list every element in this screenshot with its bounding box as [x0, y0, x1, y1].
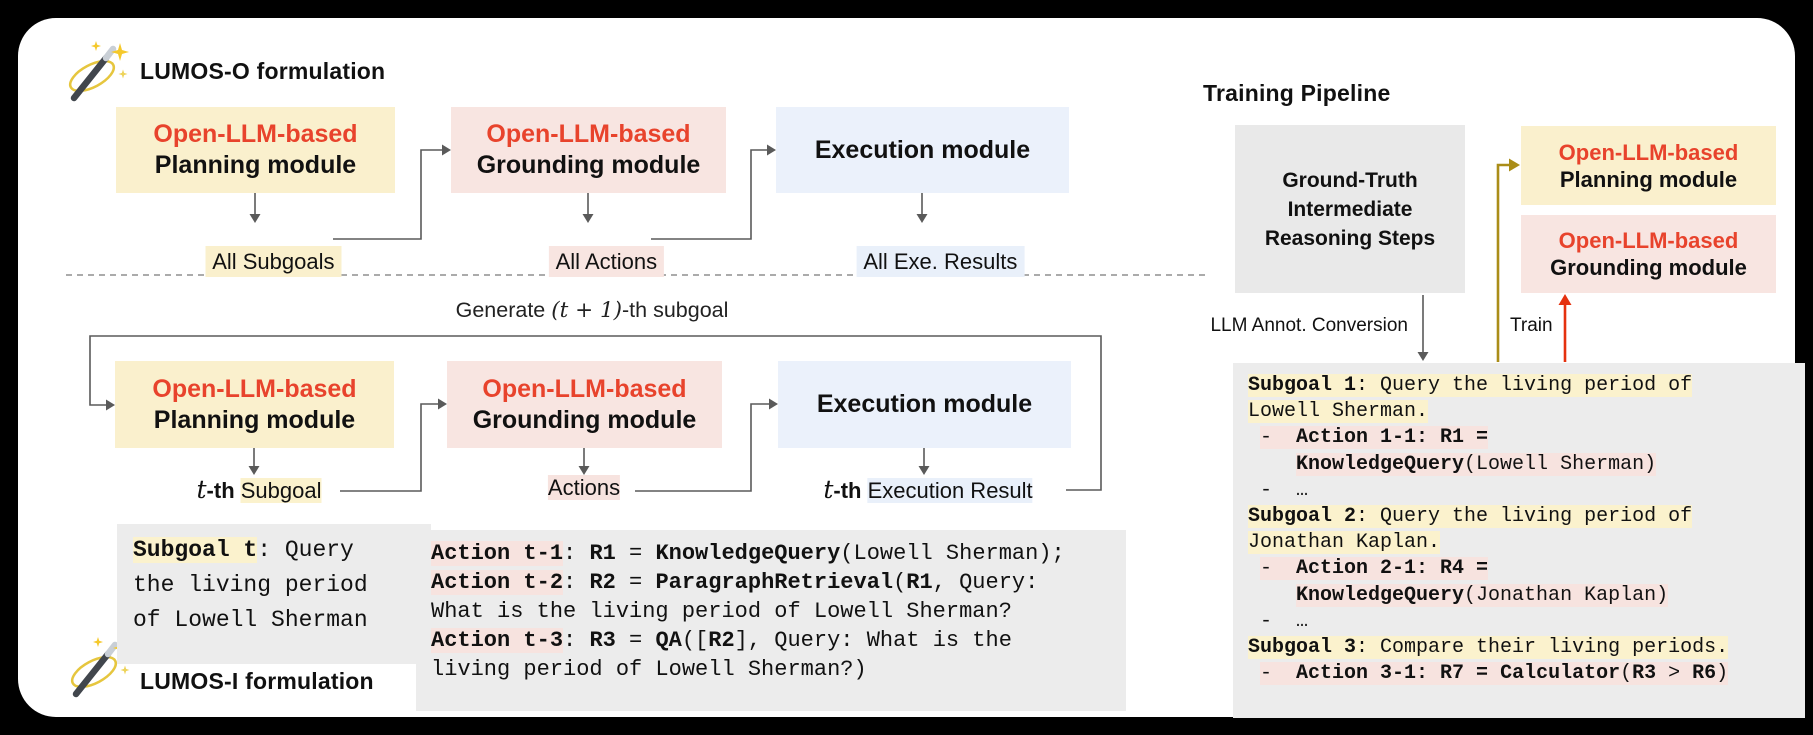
planning-module-box-i: Open-LLM-based Planning module: [115, 361, 394, 448]
lumos-i-title: LUMOS-I formulation: [140, 668, 374, 694]
grounding-module-box-o: Open-LLM-based Grounding module: [451, 107, 726, 193]
grounding-module-top-label: Open-LLM-based: [486, 120, 691, 148]
lumos-o-wand-icon: [66, 41, 129, 98]
execution-module-label: Execution module: [816, 390, 1033, 418]
code-line: Action t-1: R1 = KnowledgeQuery(Lowell S…: [431, 541, 1065, 566]
subgoal-example-box: Subgoal t: Query the living period of Lo…: [117, 524, 431, 664]
execution-module-box-o: Execution module: [776, 107, 1069, 193]
planning-module-top-label: Open-LLM-based: [1558, 139, 1739, 165]
annotation-example-box: Subgoal 1: Query the living period of Lo…: [1233, 363, 1805, 718]
annotation-line: Jonathan Kaplan.: [1248, 531, 1441, 555]
grounding-module-box-i: Open-LLM-based Grounding module: [447, 361, 722, 448]
planning-module-top-label: Open-LLM-based: [152, 374, 357, 403]
t-th-subgoal-label: t-th Subgoal: [196, 475, 322, 504]
action-example-box: Action t-1: R1 = KnowledgeQuery(Lowell S…: [416, 530, 1126, 711]
grounding-module-top-label: Open-LLM-based: [482, 374, 687, 403]
grounding-module-bottom-label: Grounding module: [472, 405, 697, 434]
annotation-line: - Action 1-1: R1 =: [1260, 426, 1489, 450]
ground-truth-box: Ground-Truth Intermediate Reasoning Step…: [1235, 125, 1465, 293]
grounding-module-bottom-label: Grounding module: [476, 151, 701, 179]
annotation-line: Subgoal 2: Query the living period of: [1248, 505, 1693, 529]
all-exe-results-label: All Exe. Results: [820, 223, 1025, 301]
train-label: Train: [1510, 315, 1553, 336]
all-subgoals-label: All Subgoals: [169, 223, 342, 301]
train-arrow-to-planning: [1496, 163, 1510, 362]
annotation-line: Lowell Sherman.: [1248, 400, 1429, 424]
annotation-line: - …: [1248, 609, 1309, 633]
actions-label: Actions: [547, 475, 621, 500]
execution-module-label: Execution module: [814, 135, 1031, 164]
all-actions-label: All Actions: [512, 223, 665, 301]
train-arrowhead-planning: [1509, 158, 1520, 172]
planning-module-box-training: Open-LLM-based Planning module: [1521, 126, 1776, 205]
code-line: living period of Lowell Sherman?): [431, 657, 867, 682]
code-line: Subgoal t: Query: [133, 537, 354, 563]
llm-annot-conversion-label: LLM Annot. Conversion: [1210, 315, 1408, 336]
t-th-execution-result-label: t-th Execution Result: [823, 475, 1033, 504]
code-line: the living period: [133, 572, 368, 598]
planning-module-top-label: Open-LLM-based: [153, 120, 358, 148]
training-pipeline-title: Training Pipeline: [1203, 80, 1391, 106]
figure-panel: LUMOS-O formulation Open-LLM-based Plann…: [18, 18, 1805, 718]
grounding-module-box-training: Open-LLM-based Grounding module: [1521, 215, 1776, 293]
annotation-line: - Action 2-1: R4 =: [1260, 557, 1489, 581]
execution-module-box-i: Execution module: [778, 361, 1071, 448]
annotation-line: - Action 3-1: R7 = Calculator(R3 > R6): [1260, 662, 1729, 686]
annotation-line: - …: [1248, 478, 1309, 502]
lumos-o-title: LUMOS-O formulation: [140, 58, 386, 84]
generate-next-subgoal-label: Generate (t + 1)-th subgoal: [455, 298, 729, 323]
grounding-module-top-label: Open-LLM-based: [1558, 228, 1739, 253]
planning-module-box-o: Open-LLM-based Planning module: [116, 107, 395, 193]
grounding-module-bottom-label: Grounding module: [1550, 255, 1747, 280]
code-line: of Lowell Sherman: [133, 607, 368, 633]
train-arrowhead-grounding: [1558, 294, 1572, 305]
annotation-line: KnowledgeQuery(Lowell Sherman): [1296, 452, 1657, 476]
code-line: What is the living period of Lowell Sher…: [431, 599, 1012, 624]
ground-truth-line: Reasoning Steps: [1264, 226, 1436, 250]
annotation-line: Subgoal 1: Query the living period of: [1248, 374, 1693, 397]
code-line: Action t-3: R3 = QA([R2], Query: What is…: [431, 628, 1012, 653]
planning-module-bottom-label: Planning module: [154, 151, 357, 179]
ground-truth-line: Ground-Truth: [1282, 168, 1418, 192]
planning-module-bottom-label: Planning module: [1559, 166, 1738, 192]
code-line: Action t-2: R2 = ParagraphRetrieval(R1, …: [431, 570, 1039, 595]
planning-module-bottom-label: Planning module: [153, 405, 356, 434]
annotation-line: KnowledgeQuery(Jonathan Kaplan): [1296, 583, 1669, 607]
annotation-line: Subgoal 3: Compare their living periods.: [1248, 636, 1729, 660]
ground-truth-line: Intermediate: [1287, 197, 1413, 221]
